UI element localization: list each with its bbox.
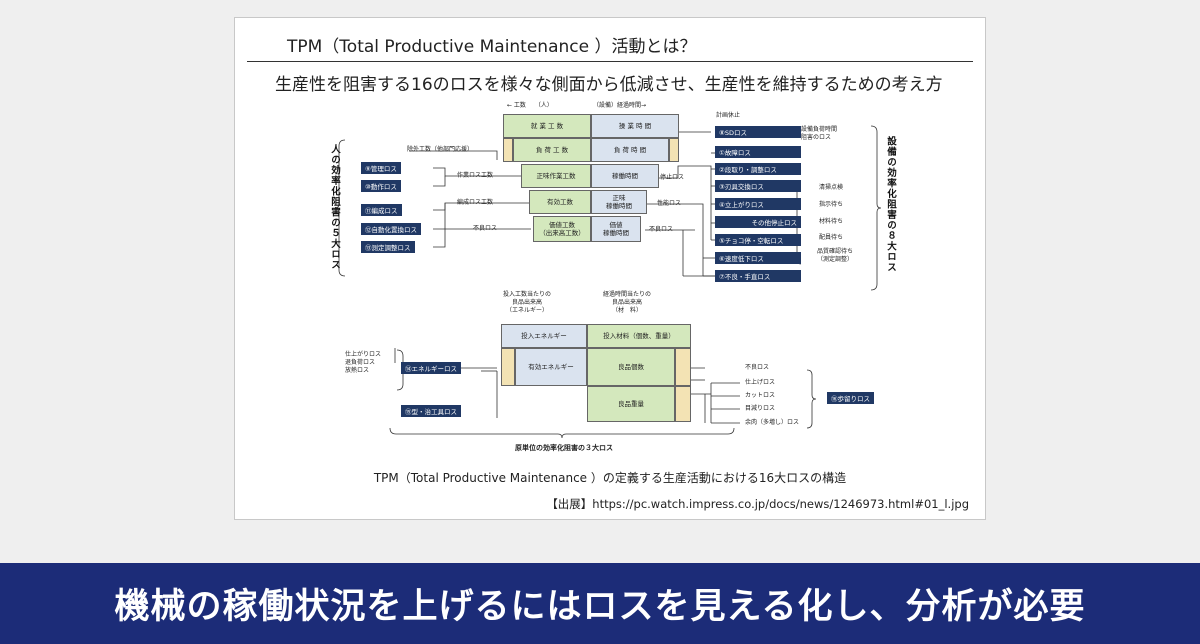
right-vertical-heading: 設備の効率化阻害の８大ロス — [885, 136, 896, 273]
equip-loss-3: ②段取り・調整ロス — [715, 163, 801, 175]
energy-loss: ⑭エネルギーロス — [401, 362, 461, 374]
cell-count-gap — [675, 348, 691, 386]
cell-seimi-sagyo: 正味作業工数 — [521, 164, 591, 188]
header-right-label: （設備）経過時間→ — [593, 102, 647, 109]
cell-weight-gap — [675, 386, 691, 422]
cell-good-count: 良品個数 — [587, 348, 675, 386]
other-stop-2: 指示待ち — [819, 201, 844, 208]
cell-kado: 稼働時間 — [591, 164, 659, 188]
human-loss-4: ⑫自動化置換ロス — [361, 223, 421, 235]
lower-right-loss-5: 余肉（多増し）ロス — [745, 419, 800, 426]
equip-loss-6: その他停止ロス — [715, 216, 801, 228]
title-underline — [247, 61, 973, 62]
other-stop-3: 材料待ち — [819, 218, 844, 225]
human-loss-2: ⑩動作ロス — [361, 180, 401, 192]
plan-stop-label: 計画休止 — [716, 112, 741, 119]
cell-shugyo: 就 業 工 数 — [503, 114, 591, 138]
label-furyo-right: 不良ロス — [649, 226, 674, 233]
lower-head-left: 投入工数当たりの 良品出来高 （エネルギー） — [503, 291, 552, 314]
cell-input-energy: 投入エネルギー — [501, 324, 587, 348]
equip-loss-7: ⑤チョコ停・空転ロス — [715, 234, 801, 246]
cell-fuka-kosu: 負 荷 工 数 — [513, 138, 591, 162]
cell-good-weight: 良品重量 — [587, 386, 675, 422]
diagram-caption: TPM（Total Productive Maintenance ）の定義する生… — [373, 471, 847, 485]
other-stop-5: 品質確認待ち （測定調整） — [817, 248, 854, 263]
banner-text: 機械の稼働状況を上げるにはロスを見える化し、分析が必要 — [114, 587, 1086, 627]
slide-title: TPM（Total Productive Maintenance ）活動とは？ — [287, 37, 697, 57]
cell-energy-gap — [501, 348, 515, 386]
equip-loss-1: ⑧SDロス — [715, 126, 801, 138]
label-setsubi-fuka: 設備負荷時間 阻害のロス — [801, 126, 838, 141]
bottom-banner: 機械の稼働状況を上げるにはロスを見える化し、分析が必要 — [0, 563, 1200, 644]
label-jogai: 除外工数（他部門応援） — [407, 146, 474, 153]
slide-panel: TPM（Total Productive Maintenance ）活動とは？ … — [234, 17, 986, 520]
label-hensei-loss: 編成ロス工数 — [457, 199, 494, 206]
label-teishi: 停止ロス — [660, 174, 685, 181]
cell-seimi-kado: 正味 稼働時間 — [591, 190, 647, 214]
cell-sougyo: 操 業 時 間 — [591, 114, 679, 138]
equip-loss-8: ⑥速度低下ロス — [715, 252, 801, 264]
lower-right-loss-3: カットロス — [745, 392, 776, 399]
cell-kachi-kado: 価値 稼働時間 — [591, 216, 641, 242]
slide-subtitle: 生産性を阻害する16のロスを様々な側面から低減させ、生産性を維持するための考え方 — [275, 75, 943, 95]
header-left-label: ← 工数 （人） — [507, 102, 553, 109]
cell-gap-left — [503, 138, 513, 162]
label-seino: 性能ロス — [657, 200, 682, 207]
lower-right-loss-2: 仕上げロス — [745, 379, 776, 386]
cell-gap-right — [669, 138, 679, 162]
lower-left-losses: 仕上がりロス 退負荷ロス 放熱ロス — [345, 351, 382, 374]
cell-effective-energy: 有効エネルギー — [515, 348, 587, 386]
equip-loss-4: ③刃具交換ロス — [715, 180, 801, 192]
left-vertical-heading: 人の効率化阻害の５大ロス — [329, 144, 340, 270]
lower-right-loss-4: 目減りロス — [745, 405, 776, 412]
equip-loss-2: ①故障ロス — [715, 146, 801, 158]
human-loss-5: ⑬測定調整ロス — [361, 241, 415, 253]
other-stop-4: 配員待ち — [819, 234, 844, 241]
lower-right-loss-1: 不良ロス — [745, 364, 770, 371]
source-citation: 【出展】https://pc.watch.impress.co.jp/docs/… — [546, 497, 969, 511]
human-loss-1: ⑨管理ロス — [361, 162, 401, 174]
human-loss-3: ⑪編成ロス — [361, 204, 402, 216]
label-sagyo-loss: 作業ロス工数 — [457, 172, 494, 179]
other-stop-1: 清掃点検 — [819, 184, 844, 191]
cell-fuka-jikan: 負 荷 時 間 — [591, 138, 669, 162]
cell-input-material: 投入材料（個数、重量） — [587, 324, 691, 348]
equip-loss-9: ⑦不良・手直ロス — [715, 270, 801, 282]
lower-head-right: 経過時間当たりの 良品出来高 （材 料） — [603, 291, 652, 314]
cell-yuko: 有効工数 — [529, 190, 591, 214]
cell-kachi-kosu: 価値工数 （出来高工数） — [533, 216, 591, 242]
yield-loss: ⑯歩留りロス — [827, 392, 874, 404]
label-furyo-left: 不良ロス — [473, 225, 498, 232]
equip-loss-5: ④立上がりロス — [715, 198, 801, 210]
mold-loss: ⑮型・治工具ロス — [401, 405, 461, 417]
lower-bottom-label: 原単位の効率化阻害の３大ロス — [515, 444, 613, 452]
